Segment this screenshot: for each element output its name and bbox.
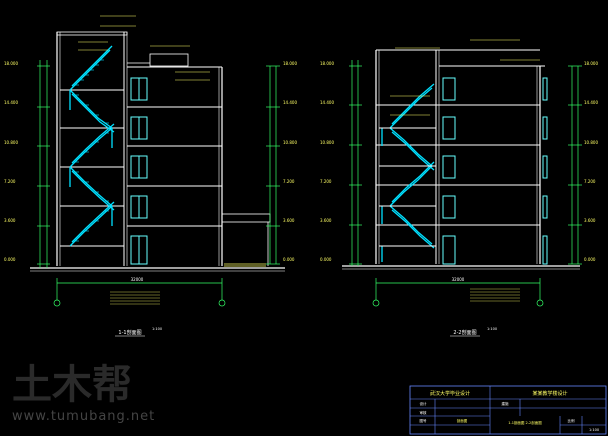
drawing-name: 剖面图 xyxy=(457,418,468,423)
level-label: 3.600 xyxy=(320,218,332,223)
watermark-url: www.tumubang.net xyxy=(12,409,155,424)
level-label: 14.400 xyxy=(283,100,297,105)
title-block: 武汉大学毕业设计 某某教学楼设计 设计 审核 图号 剖面图 建施 1-1剖面图 … xyxy=(409,385,607,435)
floor-slabs-left xyxy=(127,106,222,227)
dimension-2-2-right xyxy=(568,65,582,265)
section-scale: 1:100 xyxy=(152,327,162,331)
level-label: 18.000 xyxy=(4,61,18,66)
dimension-left-outer xyxy=(37,60,50,268)
level-label: 0.000 xyxy=(283,257,295,262)
level-label: 7.200 xyxy=(283,179,295,184)
section-title: 1-1剖面图 xyxy=(118,329,141,336)
level-label: 18.000 xyxy=(320,61,334,66)
project-name: 某某教学楼设计 xyxy=(532,390,567,397)
windows-left xyxy=(130,77,148,265)
level-labels-1-1-right: 18.000 14.400 10.800 7.200 3.600 0.000 xyxy=(283,61,297,262)
dimension-2-2-left xyxy=(349,60,362,266)
level-label: 0.000 xyxy=(320,257,332,262)
level-label: 10.800 xyxy=(4,140,18,145)
level-label: 18.000 xyxy=(283,61,297,66)
level-labels-2-2-right: 18.000 14.400 10.800 7.200 3.600 0.000 xyxy=(584,61,598,262)
level-labels-1-1-left: 18.000 14.400 10.800 7.200 3.600 0.000 xyxy=(4,61,18,262)
stair-treads-left xyxy=(75,59,109,242)
level-label: 0.000 xyxy=(584,257,596,262)
level-label: 10.800 xyxy=(320,140,334,145)
windows-right xyxy=(442,77,548,265)
stair-landings-right xyxy=(379,127,436,247)
notes-table-2-2 xyxy=(470,288,520,302)
title-1-1: 1-1剖面图 1:100 xyxy=(115,327,162,337)
level-label: 0.000 xyxy=(4,257,16,262)
annotations-2-2 xyxy=(390,39,540,116)
roof-left xyxy=(127,53,189,67)
stair-flights-left xyxy=(69,45,115,247)
dimension-right-1-1 xyxy=(266,65,280,265)
level-label: 10.800 xyxy=(584,140,598,145)
entrance-canopy-left xyxy=(221,213,271,267)
annotations-1-1 xyxy=(78,15,210,81)
field-drawing-no: 图号 xyxy=(420,418,428,423)
stair-flights-right xyxy=(381,83,435,262)
section-scale: 1:100 xyxy=(487,327,497,331)
level-label: 14.400 xyxy=(584,100,598,105)
level-label: 14.400 xyxy=(4,100,18,105)
bottom-dimension-2-2 xyxy=(372,278,544,307)
level-label: 3.600 xyxy=(283,218,295,223)
level-label: 3.600 xyxy=(4,218,16,223)
watermark: 土木帮 www.tumubang.net xyxy=(12,362,155,424)
level-label: 18.000 xyxy=(584,61,598,66)
floor-slabs-right xyxy=(376,104,540,226)
section-1-1: 18.000 14.400 10.800 7.200 3.600 0.000 1… xyxy=(4,15,297,337)
section-2-2: 18.000 14.400 10.800 7.200 3.600 0.000 1… xyxy=(320,39,598,337)
level-labels-2-2-left: 18.000 14.400 10.800 7.200 3.600 0.000 xyxy=(320,61,334,262)
sheet-label: 建施 xyxy=(502,401,510,406)
watermark-logo: 土木帮 xyxy=(12,362,132,408)
sheet-content: 1-1剖面图 2-2剖面图 xyxy=(508,420,542,425)
level-label: 7.200 xyxy=(320,179,332,184)
level-label: 7.200 xyxy=(584,179,596,184)
section-title: 2-2剖面图 xyxy=(453,329,476,336)
scale-label: 比例 xyxy=(568,418,576,423)
field-checker: 审核 xyxy=(420,410,428,415)
level-label: 7.200 xyxy=(4,179,16,184)
bottom-dimension-1-1 xyxy=(53,278,226,307)
school-name: 武汉大学毕业设计 xyxy=(430,390,470,397)
field-designer: 设计 xyxy=(420,401,428,406)
total-dimension: 32000 xyxy=(131,277,144,282)
level-label: 14.400 xyxy=(320,100,334,105)
level-label: 10.800 xyxy=(283,140,297,145)
title-2-2: 2-2剖面图 1:100 xyxy=(450,327,497,337)
notes-table-1-1 xyxy=(110,291,160,305)
scale-value: 1:100 xyxy=(589,428,599,432)
level-label: 3.600 xyxy=(584,218,596,223)
total-dimension: 32000 xyxy=(452,277,465,282)
